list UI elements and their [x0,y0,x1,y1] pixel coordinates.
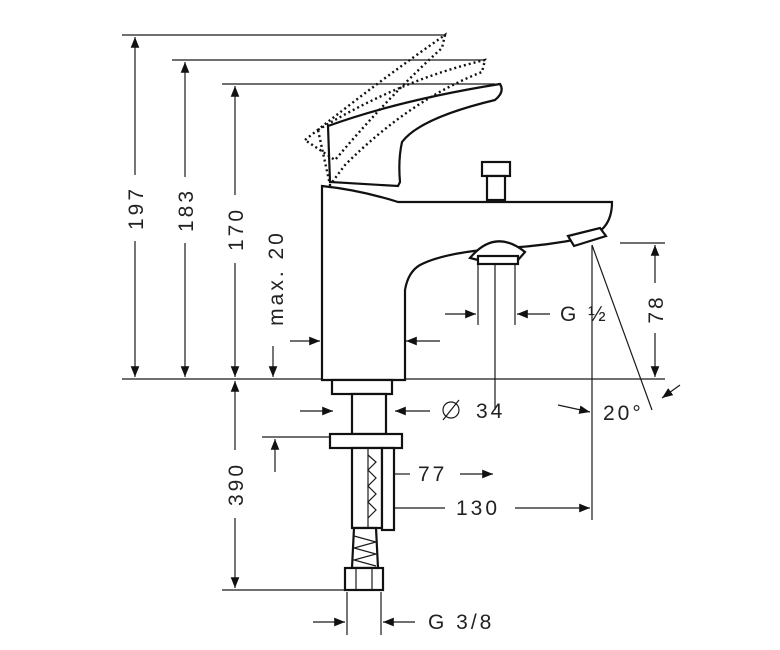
threads [367,448,377,528]
hose-braid [351,535,379,567]
label-dia34: 34 [476,400,505,423]
label-390: 390 [225,462,248,506]
dimension-183: 183 [172,61,198,377]
label-130: 130 [456,497,500,520]
label-78: 78 [645,294,668,323]
label-197: 197 [125,186,148,230]
base-ring [330,378,394,396]
bath-outlet-ring [476,254,520,266]
label-170: 170 [225,207,248,251]
hose-nut [343,566,385,592]
label-183: 183 [175,188,198,232]
dimension-dia34: 34 [300,399,505,423]
faucet-body [302,32,614,592]
dimension-g-3-8: G 3/8 [313,611,494,634]
shank [350,392,388,436]
label-g-half: G ½ [560,303,609,326]
dimension-g-half: G ½ [445,303,609,326]
supply-pipe [380,446,396,532]
mounting-plate [328,432,404,450]
dimension-197: 197 [122,36,148,377]
dimension-390: 390 [222,381,248,588]
dimension-78: 78 [642,245,668,377]
diverter-stem [485,174,507,202]
dimension-angle20: 20° [557,384,681,425]
dimension-max20: max. 20 [265,230,288,377]
dimension-170: 170 [222,86,248,377]
dimension-77: 77 [395,463,493,486]
diverter-knob [480,160,512,178]
diameter-symbol-2 [442,401,460,419]
extension-lines [122,34,665,635]
label-max20: max. 20 [265,230,288,326]
dimension-130: 130 [395,497,590,520]
label-angle20: 20° [603,402,644,425]
spout [320,184,614,382]
lever-handle [326,82,503,188]
aerator [566,226,608,248]
label-77: 77 [418,463,447,486]
label-g-3-8: G 3/8 [428,611,494,634]
lever-alt-position-1 [302,32,447,162]
threaded-rod [350,446,384,530]
